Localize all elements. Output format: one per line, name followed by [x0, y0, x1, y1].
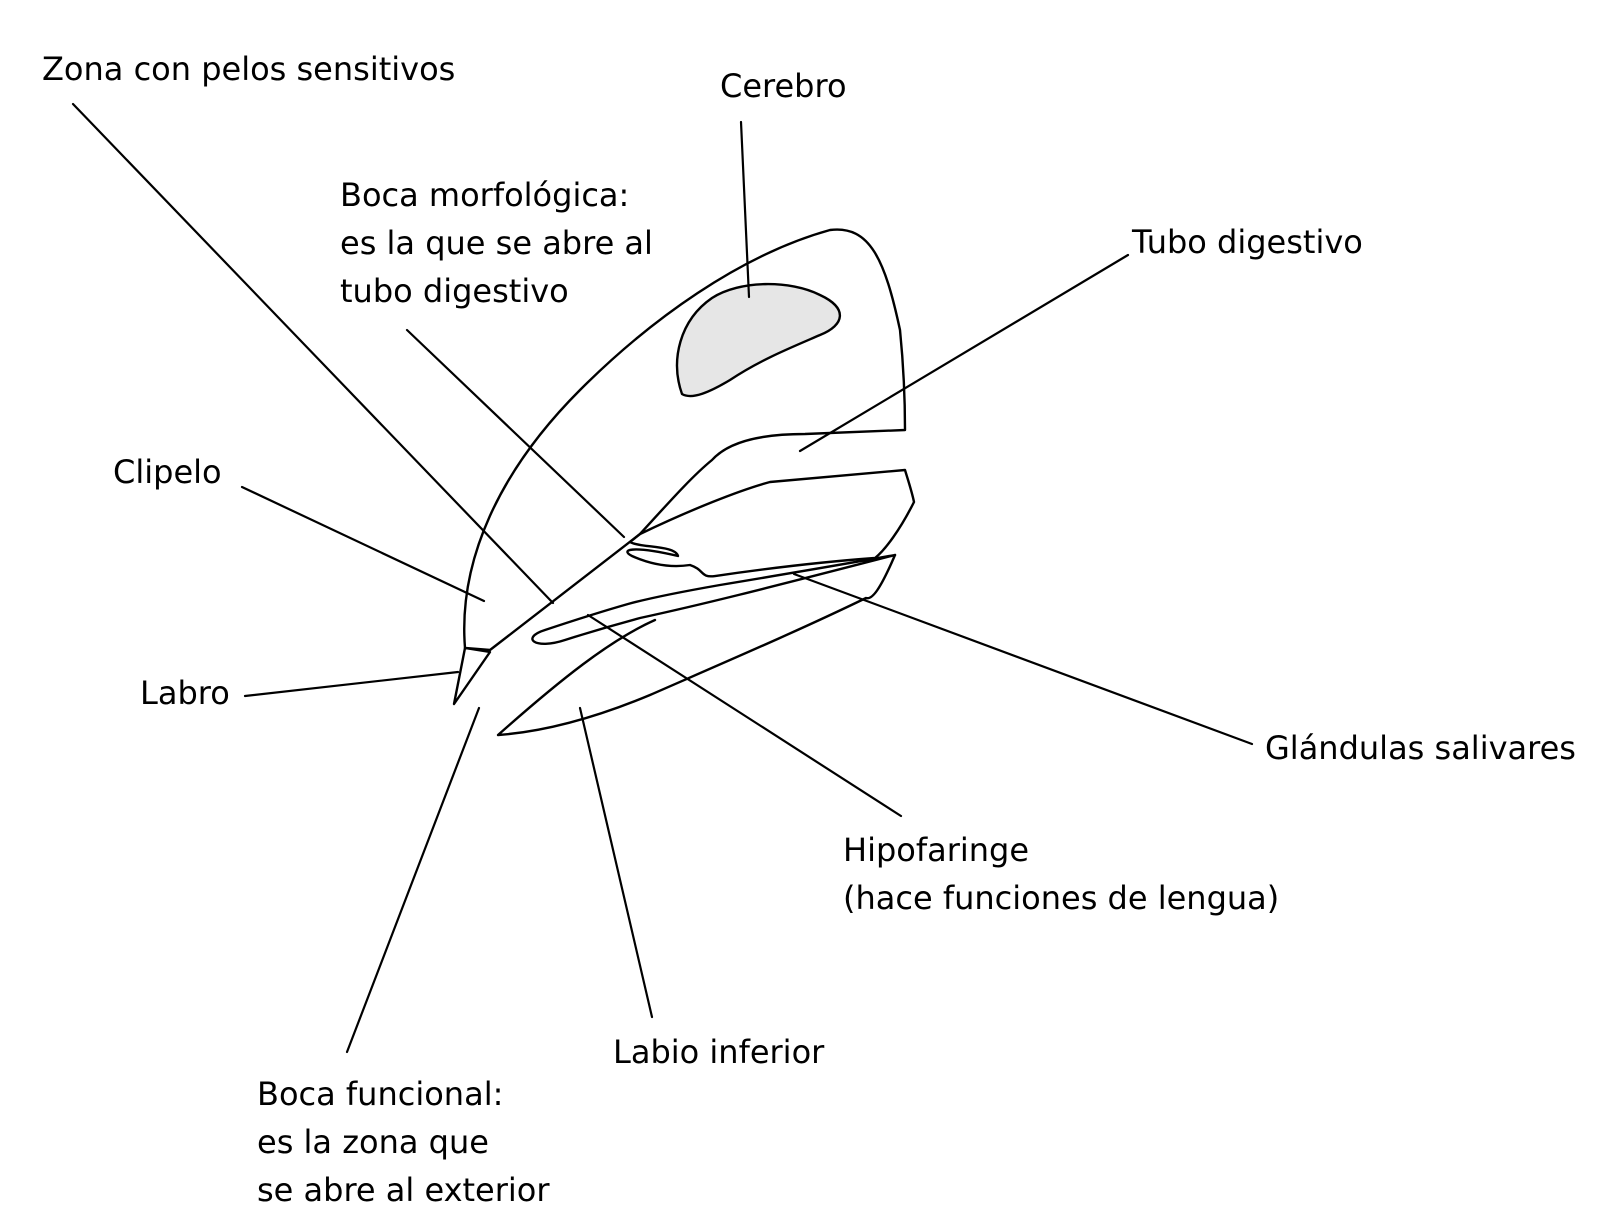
label-boca-funcional: Boca funcional: es la zona que se abre a… [257, 1075, 550, 1209]
label-zona-pelos: Zona con pelos sensitivos [42, 50, 456, 88]
leader-hipofaringe [586, 613, 903, 818]
leader-boca-morfologica [405, 328, 626, 539]
labrum-outline [452, 646, 492, 706]
leader-zona-pelos [71, 102, 555, 605]
label-clipelo: Clipelo [113, 453, 222, 491]
leader-clipelo [240, 485, 486, 603]
gland-upper-outline [626, 468, 916, 578]
labium-outline [496, 553, 897, 737]
label-labio-inferior: Labio inferior [613, 1033, 825, 1071]
hypopharynx-outline [531, 553, 897, 645]
label-boca-morfologica: Boca morfológica: es la que se abre al t… [340, 176, 653, 310]
leader-glandulas [792, 572, 1254, 746]
label-glandulas-salivares: Glándulas salivares [1265, 729, 1576, 767]
head-capsule-outline [463, 228, 907, 652]
label-hipofaringe: Hipofaringe (hace funciones de lengua) [843, 831, 1280, 917]
brain-shape [675, 282, 841, 398]
leader-labio-inferior [578, 706, 654, 1019]
leader-cerebro [739, 120, 751, 299]
label-cerebro: Cerebro [720, 67, 847, 105]
leader-boca-funcional [345, 706, 481, 1054]
label-labro: Labro [140, 674, 230, 712]
label-tubo-digestivo: Tubo digestivo [1132, 223, 1363, 261]
leader-labro [243, 670, 460, 698]
leader-tubo-digestivo [798, 253, 1130, 453]
